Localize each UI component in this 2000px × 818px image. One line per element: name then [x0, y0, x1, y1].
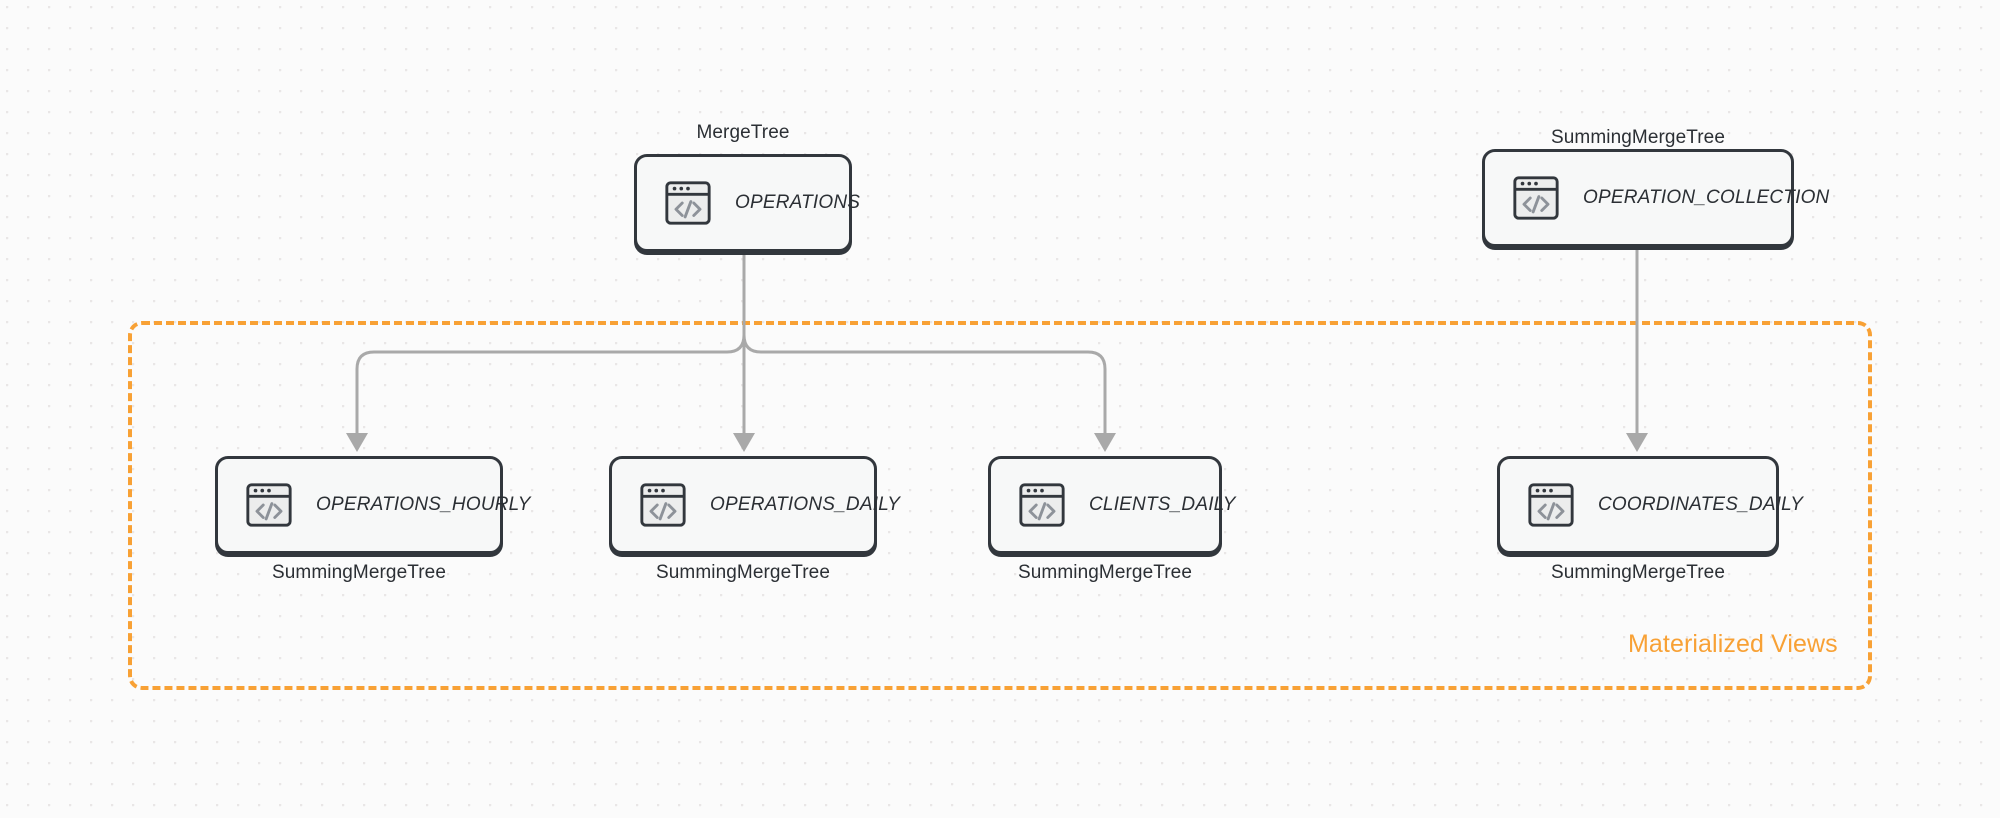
code-window-icon — [640, 483, 686, 527]
table-node-coordinates_daily[interactable]: COORDINATES_DAILY — [1497, 456, 1803, 554]
table-name-label: CLIENTS_DAILY — [1089, 494, 1236, 515]
node-icon-wrapper — [244, 480, 294, 530]
node-icon-wrapper — [663, 178, 713, 228]
engine-label-operation_collection: SummingMergeTree — [1550, 127, 1726, 148]
table-name-label: OPERATIONS_HOURLY — [316, 494, 531, 515]
code-window-icon — [665, 181, 711, 225]
code-window-icon — [1019, 483, 1065, 527]
node-icon-wrapper — [638, 480, 688, 530]
table-node-clients_daily[interactable]: CLIENTS_DAILY — [988, 456, 1235, 554]
table-name-label: OPERATIONS_DAILY — [710, 494, 901, 515]
table-node-operation_collection[interactable]: OPERATION_COLLECTION — [1482, 149, 1829, 247]
table-name-label: OPERATION_COLLECTION — [1583, 187, 1830, 208]
engine-label-operations_daily: SummingMergeTree — [655, 562, 831, 583]
code-window-icon — [1513, 176, 1559, 220]
table-node-operations_daily[interactable]: OPERATIONS_DAILY — [609, 456, 900, 554]
engine-label-operations_hourly: SummingMergeTree — [271, 562, 447, 583]
engine-label-coordinates_daily: SummingMergeTree — [1550, 562, 1726, 583]
table-node-operations[interactable]: OPERATIONS — [634, 154, 860, 252]
materialized-views-group-label: Materialized Views — [1628, 630, 1838, 658]
code-window-icon — [1528, 483, 1574, 527]
engine-label-operations: MergeTree — [696, 122, 790, 143]
node-icon-wrapper — [1526, 480, 1576, 530]
engine-label-clients_daily: SummingMergeTree — [1017, 562, 1193, 583]
table-name-label: OPERATIONS — [735, 192, 861, 213]
table-node-operations_hourly[interactable]: OPERATIONS_HOURLY — [215, 456, 530, 554]
node-icon-wrapper — [1017, 480, 1067, 530]
table-name-label: COORDINATES_DAILY — [1598, 494, 1804, 515]
code-window-icon — [246, 483, 292, 527]
node-icon-wrapper — [1511, 173, 1561, 223]
